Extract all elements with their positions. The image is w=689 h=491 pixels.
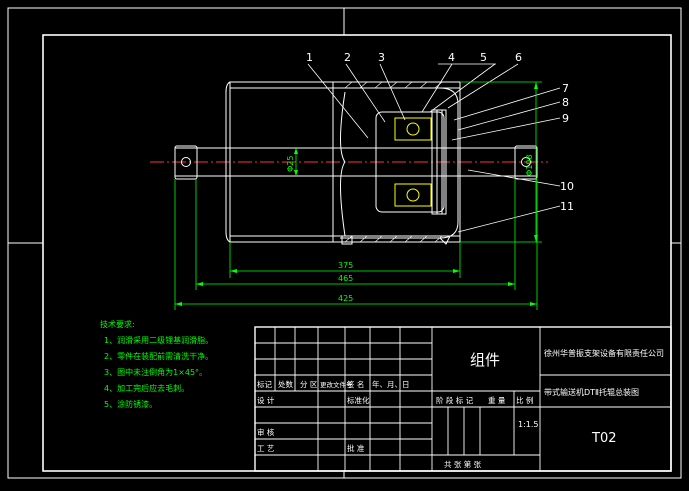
part-11: 11 [560, 200, 574, 213]
sleeve-curve [340, 91, 346, 237]
part-9: 9 [562, 112, 569, 125]
left-end-cap [225, 81, 231, 243]
drawing-title: 带式输送机DTⅡ托辊总装图 [544, 387, 639, 397]
shaft-hole-right [521, 157, 531, 167]
part-8: 8 [562, 96, 569, 109]
label-mark: 标记 [257, 379, 272, 389]
note-3: 3、图中未注倒角为1×45°。 [104, 367, 207, 377]
shaft-end-right [514, 145, 538, 180]
label-zone: 分 区 [300, 380, 318, 389]
part-4: 4 [448, 51, 455, 64]
section-outline [340, 87, 459, 239]
label-design: 设 计 [257, 395, 275, 405]
bearing-upper [394, 117, 432, 141]
part-1: 1 [306, 51, 313, 64]
dimension-text: Φ25 Φ108 375 465 425 [286, 154, 534, 303]
dim-phi108: Φ108 [525, 154, 534, 176]
weld-mark [439, 235, 451, 245]
part-6: 6 [515, 51, 522, 64]
roller-assembly [150, 81, 548, 245]
label-sheets: 共 张 第 张 [444, 459, 482, 469]
label-count: 处数 [278, 379, 293, 389]
technical-notes: 技术要求: 1、润滑采用二级锂基润滑脂。 2、零件在装配前需清洗干净。 3、图中… [100, 319, 213, 409]
title-block [254, 326, 672, 472]
note-1: 1、润滑采用二级锂基润滑脂。 [104, 335, 213, 345]
part-5: 5 [480, 51, 487, 64]
part-10: 10 [560, 180, 574, 193]
label-review: 审 核 [257, 427, 275, 437]
company-name: 徐州华普振支架设备有限责任公司 [544, 348, 664, 358]
label-process: 工 艺 [257, 444, 274, 453]
ball-lower [406, 188, 420, 202]
seal-ring [431, 109, 447, 215]
label-stage-mark: 阶 段 标 记 [436, 395, 474, 405]
grouping-label: 组件 [470, 351, 500, 369]
drawing-number: T02 [591, 431, 616, 446]
ball-upper [406, 122, 420, 136]
label-weight: 重 量 [488, 396, 506, 405]
label-standardize: 标准化 [347, 395, 370, 405]
scale-value: 1:1.5 [518, 420, 539, 429]
dimension-lines [174, 81, 542, 310]
shaft-hole-left [181, 157, 191, 167]
small-key [341, 235, 353, 245]
dim-375: 375 [338, 261, 353, 270]
label-approve: 批 准 [347, 443, 365, 453]
dim-phi25: Φ25 [286, 156, 295, 172]
part-7: 7 [562, 82, 569, 95]
dimension-arrows [175, 82, 538, 306]
label-ratio: 比 例 [516, 395, 533, 405]
notes-heading: 技术要求: [100, 319, 135, 329]
bearing-housing [375, 111, 445, 213]
balloon-numbers: 1 2 3 4 5 6 7 8 9 10 11 [306, 51, 574, 213]
shaft-end-left [174, 145, 198, 180]
note-2: 2、零件在装配前需清洗干净。 [104, 351, 213, 361]
label-date: 年、月、日 [372, 379, 410, 389]
label-change-doc: 更改文件号 [320, 380, 353, 389]
part-2: 2 [344, 51, 351, 64]
part-3: 3 [378, 51, 385, 64]
centering-marks [8, 8, 681, 478]
leader-lines [307, 63, 561, 233]
label-sign: 签 名 [347, 379, 364, 389]
bearing-lower [394, 183, 432, 207]
title-block-text: 组件 徐州华普振支架设备有限责任公司 带式输送机DTⅡ托辊总装图 T02 1:1… [257, 348, 664, 469]
dim-465: 465 [338, 274, 353, 283]
note-4: 4、加工完后应去毛刺。 [104, 383, 189, 393]
note-5: 5、涂防锈漆。 [104, 399, 157, 409]
dim-425: 425 [338, 294, 353, 303]
